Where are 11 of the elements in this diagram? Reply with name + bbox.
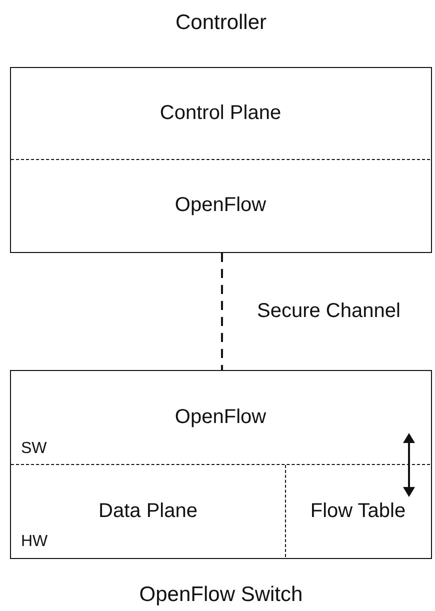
connector-line xyxy=(221,253,223,370)
region-label: OpenFlow xyxy=(174,405,266,430)
region-label: OpenFlow xyxy=(174,193,266,218)
layer-label: SW xyxy=(21,440,47,458)
layer-label: HW xyxy=(21,533,48,551)
heading: OpenFlow Switch xyxy=(138,583,304,607)
region-label: Data Plane xyxy=(98,498,198,524)
region-label: Flow Table xyxy=(310,498,406,524)
region-label: Control Plane xyxy=(160,101,282,126)
double-arrow xyxy=(403,433,415,497)
heading: Controller xyxy=(174,11,268,35)
